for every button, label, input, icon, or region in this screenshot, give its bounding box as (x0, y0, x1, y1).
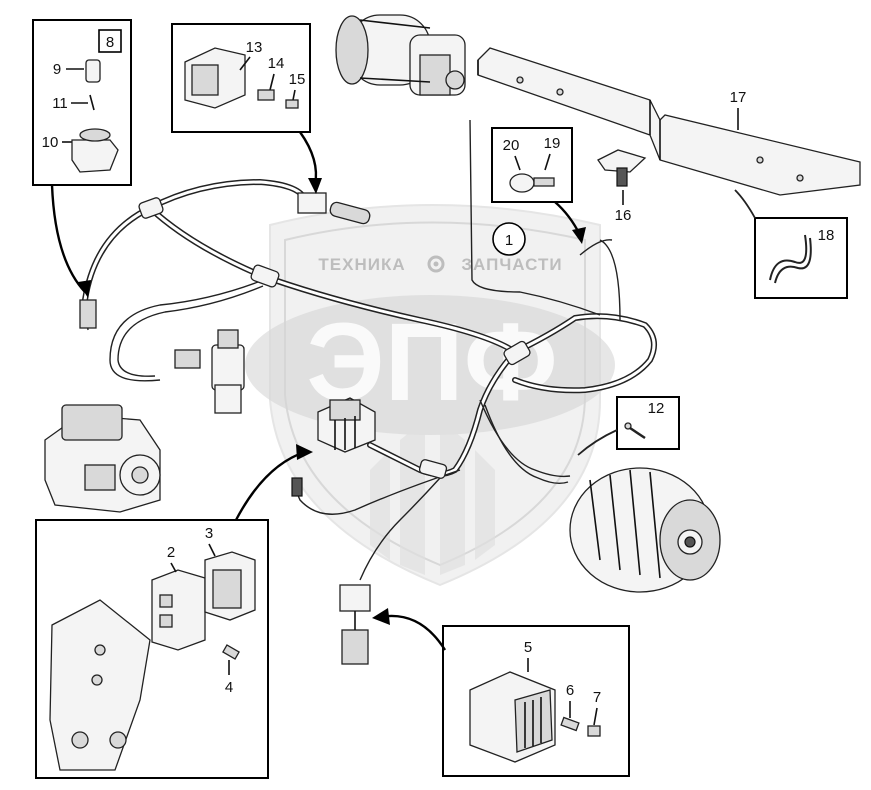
callout-14: 14 (268, 55, 285, 72)
bottom-connector (339, 584, 371, 665)
watermark-brand-left: ТЕХНИКА (318, 255, 405, 274)
callout-19: 19 (544, 135, 561, 152)
callout-4: 4 (225, 679, 233, 696)
callout-10: 10 (42, 134, 59, 151)
main-harness (82, 119, 657, 581)
callout-11: 11 (52, 95, 68, 112)
callout-2: 2 (167, 544, 175, 561)
callout-12: 12 (648, 400, 665, 417)
watermark-gear-icon (427, 255, 445, 273)
callout-5: 5 (524, 639, 532, 656)
callout-20: 20 (503, 137, 520, 154)
starter-motor (335, 14, 466, 96)
sensor-lead (291, 477, 303, 497)
detail-box-relay-bracket: 2 3 4 (35, 519, 269, 779)
callout-9: 9 (53, 61, 61, 78)
plug-connector (297, 192, 371, 225)
callout-1-ring (492, 222, 526, 256)
detail-box-harness-18: 18 (754, 217, 848, 299)
callout-18: 18 (818, 227, 835, 244)
callout-8-frame (98, 29, 122, 53)
valve-unit (174, 329, 245, 414)
detail-box-terminal-12: 12 (616, 396, 680, 450)
callout-16: 16 (615, 207, 632, 224)
callout-6: 6 (566, 682, 574, 699)
sensor-16 (597, 149, 647, 187)
frame-bracket (477, 47, 861, 196)
detail-box-control-module: 5 6 7 (442, 625, 630, 777)
detail-box-fuse-19: 20 19 (491, 127, 573, 203)
callout-3: 3 (205, 525, 213, 542)
callout-1: 1 (505, 232, 513, 249)
detail-box-relay-13: 13 14 15 (171, 23, 311, 133)
callout-8: 8 (106, 34, 114, 51)
watermark-logo: ЭПФ ТЕХНИКА ЗАПЧАСТИ (245, 204, 615, 587)
callout-7: 7 (593, 689, 601, 706)
callout-arrows (50, 131, 756, 651)
watermark-buildings (370, 420, 495, 575)
callout-17: 17 (730, 89, 747, 106)
sensor-lead-2 (79, 299, 97, 329)
alternator (569, 467, 721, 593)
watermark-brand-right: ЗАПЧАСТИ (461, 255, 562, 274)
callout-15: 15 (289, 71, 306, 88)
pump-assembly (44, 404, 161, 513)
detail-box-pressure-switch: 8 9 11 10 (32, 19, 132, 186)
central-connector (317, 397, 376, 453)
callout-13: 13 (246, 39, 263, 56)
